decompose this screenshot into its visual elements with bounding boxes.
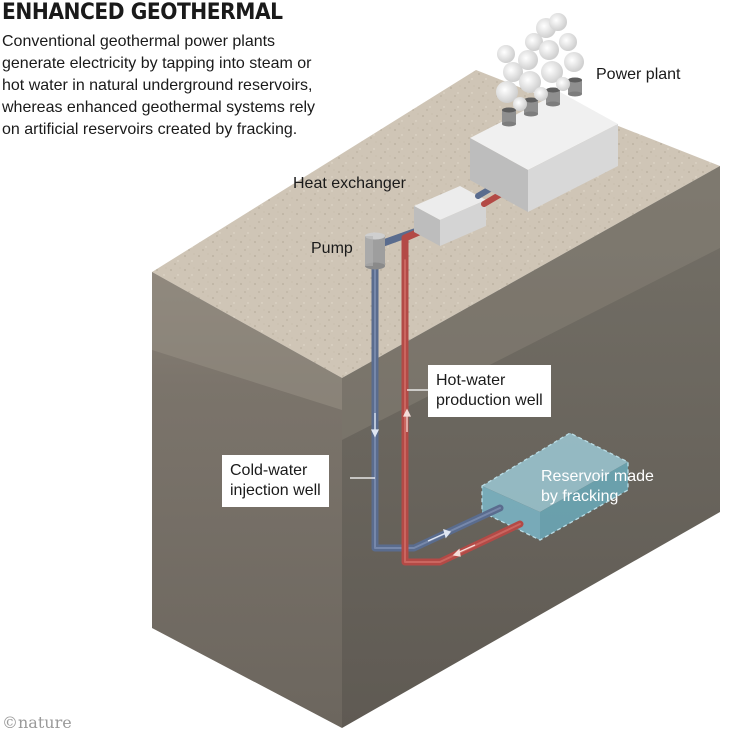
intro-text: Conventional geothermal power plants gen… <box>2 31 422 141</box>
power-plant-label: Power plant <box>596 66 681 83</box>
intro-line: Conventional geothermal power plants <box>2 33 276 50</box>
soil-layer-front <box>152 272 342 410</box>
intro-line: whereas enhanced geothermal systems rely <box>2 99 316 116</box>
nature-credit: ©nature <box>2 713 72 732</box>
reservoir <box>481 432 629 541</box>
intro-line: on artificial reservoirs created by frac… <box>2 121 298 138</box>
pump <box>365 232 385 270</box>
callout-line: Cold-water <box>230 462 308 479</box>
reservoir-label: Reservoir made by fracking <box>541 467 654 507</box>
ground-side-face <box>342 166 720 728</box>
callout-line: production well <box>436 392 543 409</box>
heat-exchanger <box>414 186 486 246</box>
power-plant <box>470 13 618 212</box>
intro-line: hot water in natural underground reservo… <box>2 77 313 94</box>
diagram-title: ENHANCED GEOTHERMAL <box>2 0 283 25</box>
hot-water-well-callout: Hot-water production well <box>428 365 551 417</box>
heat-exchanger-label: Heat exchanger <box>293 175 406 192</box>
callout-leaders <box>350 389 430 479</box>
cold-water-well-callout: Cold-water injection well <box>222 455 329 507</box>
intro-line: generate electricity by tapping into ste… <box>2 55 312 72</box>
callout-line: injection well <box>230 482 321 499</box>
reservoir-label-line: Reservoir made <box>541 468 654 485</box>
smokestacks <box>502 77 582 127</box>
reservoir-label-line: by fracking <box>541 488 619 505</box>
hot-flow-arrow <box>402 408 476 557</box>
steam-cloud <box>496 13 584 111</box>
callout-line: Hot-water <box>436 372 506 389</box>
cold-flow-arrow <box>370 413 452 542</box>
pump-label: Pump <box>311 240 353 257</box>
